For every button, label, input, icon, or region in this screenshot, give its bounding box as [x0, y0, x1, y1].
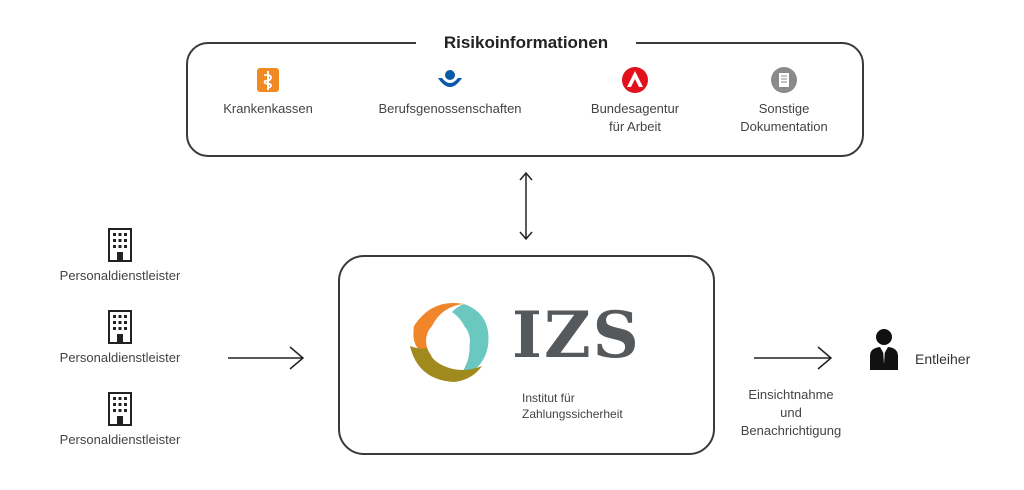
- bundesagentur-logo-icon: [622, 67, 648, 93]
- flow-label-line: und: [780, 405, 802, 420]
- flow-label-line: Benachrichtigung: [740, 423, 842, 438]
- source-krankenkassen: Krankenkassen: [173, 66, 363, 118]
- provider-item: Personaldienstleister: [30, 392, 210, 447]
- flow-label-line: Einsichtnahme: [748, 387, 834, 402]
- izs-subtitle-line: Zahlungssicherheit: [522, 407, 623, 421]
- document-icon: [771, 67, 797, 93]
- provider-label: Personaldienstleister: [59, 268, 181, 283]
- izs-subtitle: Institut für Zahlungssicherheit: [522, 390, 623, 422]
- source-sonstige-dokumentation: Sonstige Dokumentation: [689, 66, 879, 136]
- izs-ring-logo-icon: [410, 302, 489, 382]
- source-label: Krankenkassen: [223, 101, 313, 116]
- risk-information-title: Risikoinformationen: [416, 32, 636, 54]
- bidirectional-arrow: [519, 171, 533, 241]
- entleiher-label: Entleiher: [915, 351, 971, 367]
- staff-of-asclepius-icon: [257, 68, 279, 92]
- source-bundesagentur: Bundesagentur für Arbeit: [540, 66, 730, 136]
- provider-label: Personaldienstleister: [59, 432, 181, 447]
- businessman-icon: [870, 329, 898, 370]
- source-label: Berufsgenossenschaften: [378, 101, 522, 116]
- arrow-right-icon: [228, 346, 305, 370]
- source-berufsgenossenschaften: Berufsgenossenschaften: [355, 66, 545, 118]
- office-building-icon: [108, 392, 132, 426]
- office-building-icon: [108, 310, 132, 344]
- flow-label: Einsichtnahme und Benachrichtigung: [722, 386, 860, 440]
- office-building-icon: [108, 228, 132, 262]
- source-label: Sonstige Dokumentation: [740, 101, 828, 134]
- dguv-logo-icon: [438, 70, 462, 87]
- source-label: Bundesagentur für Arbeit: [590, 101, 680, 134]
- izs-subtitle-line: Institut für: [522, 391, 575, 405]
- provider-label: Personaldienstleister: [59, 350, 181, 365]
- izs-center-box: [338, 255, 715, 455]
- izs-logo-text: IZS: [512, 298, 641, 373]
- arrow-right-icon: [754, 346, 833, 370]
- provider-item: Personaldienstleister: [30, 310, 210, 365]
- provider-item: Personaldienstleister: [30, 228, 210, 283]
